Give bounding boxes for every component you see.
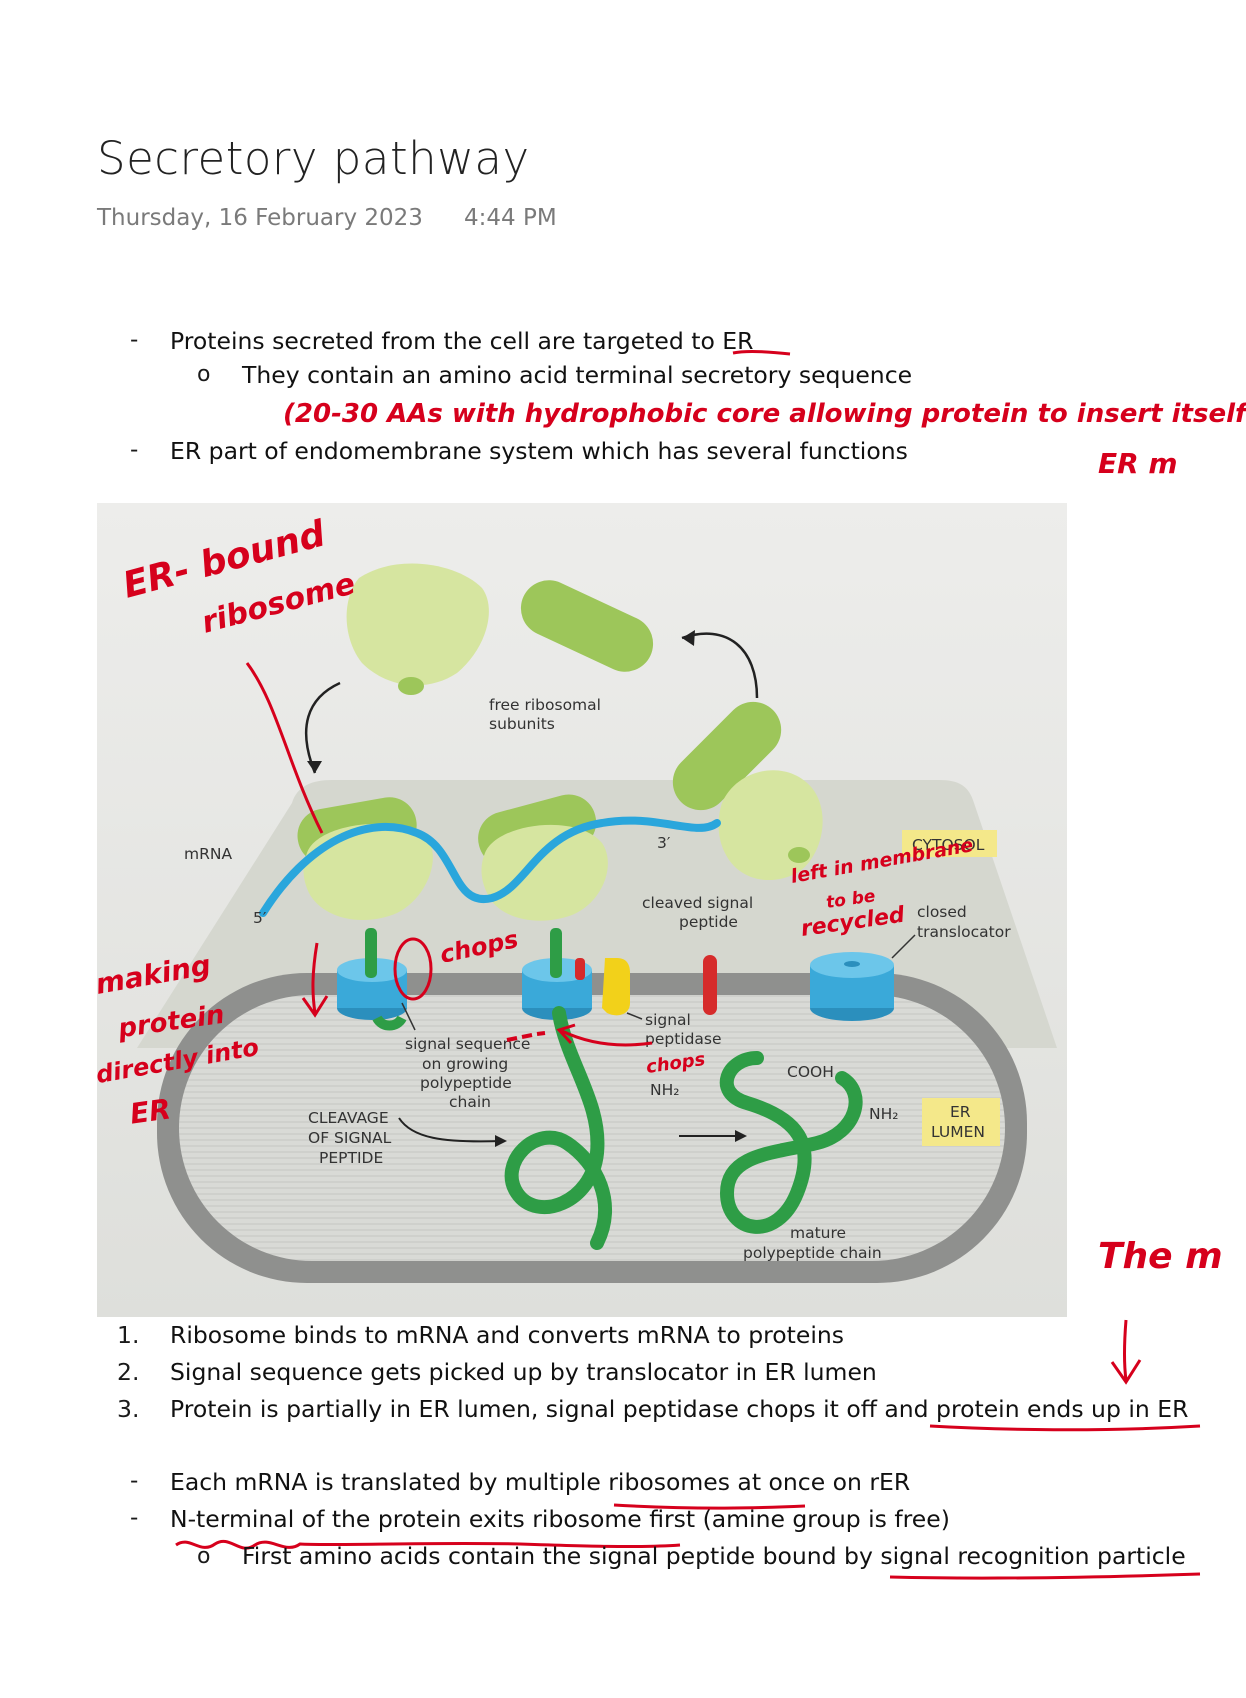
signal-seq-pointer — [401, 1002, 416, 1031]
ink-arrow-down-right — [1110, 1319, 1142, 1385]
cytosol-box — [902, 830, 997, 857]
bullet-signal-recognition: First amino acids contain the signal pep… — [242, 1542, 1186, 1570]
label-cooh: COOH — [787, 1063, 834, 1081]
ink-circle-signal — [393, 937, 433, 1001]
step-ribosome-binds: Ribosome binds to mRNA and converts mRNA… — [170, 1321, 844, 1349]
cleavage-arrow — [398, 1117, 503, 1143]
label-cleaved-2: peptide — [679, 913, 738, 931]
label-signal-seq-1: signal sequence — [405, 1035, 530, 1053]
bullet-amino-acid-sequence: They contain an amino acid terminal secr… — [242, 361, 913, 389]
recycle-arrow-left — [304, 681, 341, 774]
label-5-prime: 5′ — [253, 909, 267, 927]
free-ribosome-small — [520, 580, 654, 672]
ink-arrow-to-signal — [556, 1023, 653, 1047]
label-mature-1: mature — [790, 1224, 846, 1242]
secretory-pathway-diagram: free ribosomal subunits mRNA 5′ 3′ CYTOS… — [97, 503, 1067, 1317]
ink-line-to-ribosome — [245, 662, 324, 834]
label-signal-seq-4: chain — [449, 1093, 491, 1111]
label-signal-pep-1: signal — [645, 1011, 691, 1029]
free-ribosome-pore — [398, 677, 424, 695]
dash-bullet: - — [130, 1505, 139, 1531]
ink-layer — [175, 349, 1201, 1580]
ink-er: ER — [127, 1092, 173, 1131]
cleaved-signal-peptide — [703, 955, 717, 1015]
cleavage-arrowhead — [495, 1135, 507, 1147]
bullet-multiple-ribosomes: Each mRNA is translated by multiple ribo… — [170, 1468, 911, 1496]
ink-underline-srp — [889, 1572, 1201, 1580]
label-signal-seq-2: on growing — [422, 1055, 508, 1073]
closed-translocator-plug — [844, 961, 860, 967]
nascent-chain1-lumen — [372, 1015, 407, 1031]
bound-ribosome1-large — [303, 823, 433, 921]
recycle-arrowhead — [682, 630, 695, 646]
circle-bullet: o — [197, 1544, 211, 1569]
handwritten-note-aas: (20-30 AAs with hydrophobic core allowin… — [283, 399, 1246, 429]
label-closed-2: translocator — [917, 923, 1011, 941]
ink-underline-ribosomes — [613, 1503, 806, 1510]
circle-bullet: o — [197, 362, 211, 387]
label-cytosol: CYTOSOL — [912, 836, 985, 854]
ink-underline-protein-ends — [929, 1424, 1201, 1432]
bullet-n-terminal: N-terminal of the protein exits ribosome… — [170, 1505, 950, 1533]
label-3-prime: 3′ — [657, 834, 671, 852]
page-title: Secretory pathway — [97, 132, 530, 185]
label-cleavage-1: CLEAVAGE — [308, 1109, 389, 1127]
label-free-ribosomal: free ribosomal — [489, 696, 601, 714]
bullet-proteins-targeted: Proteins secreted from the cell are targ… — [170, 327, 754, 355]
page-time: 4:44 PM — [464, 205, 557, 231]
maturation-arrowhead — [735, 1130, 747, 1142]
label-cleaved-1: cleaved signal — [642, 894, 753, 912]
recycle-arrowhead-left — [307, 761, 322, 773]
ink-arrow-making — [301, 942, 329, 1018]
label-lumen: LUMEN — [931, 1123, 985, 1141]
list-number: 2. — [117, 1358, 140, 1386]
list-number: 1. — [117, 1321, 140, 1349]
note-page: Secretory pathway Thursday, 16 February … — [93, 132, 1246, 1580]
bullet-er-endomembrane: ER part of endomembrane system which has… — [170, 437, 908, 465]
closed-pointer — [891, 934, 916, 959]
page-date: Thursday, 16 February 2023 — [97, 205, 423, 231]
ink-underline-er — [732, 349, 791, 356]
nascent-chain1 — [365, 928, 377, 978]
dash-bullet: - — [130, 437, 139, 463]
label-er: ER — [950, 1103, 971, 1121]
ink-the-m: The m — [1098, 1236, 1223, 1277]
polypeptide-growing — [504, 1006, 612, 1250]
label-closed-1: closed — [917, 903, 967, 921]
label-nh2-a: NH₂ — [650, 1081, 679, 1099]
polypeptide-mature — [719, 1051, 863, 1234]
dash-bullet: - — [130, 1468, 139, 1494]
dash-bullet: - — [130, 327, 139, 353]
label-subunits: subunits — [489, 715, 555, 733]
label-mature-2: polypeptide chain — [743, 1244, 882, 1262]
label-nh2-b: NH₂ — [869, 1105, 898, 1123]
label-cleavage-3: PEPTIDE — [319, 1149, 383, 1167]
ink-underline-n-terminal — [175, 1539, 681, 1550]
recycle-arrow-right — [681, 632, 759, 699]
bound-ribosome2-large — [481, 824, 608, 921]
er-lumen-box — [922, 1098, 1000, 1146]
releasing-ribosome-pore — [788, 847, 810, 863]
ink-dotted — [506, 1031, 546, 1042]
signal-peptide-in-translocator — [575, 958, 585, 980]
nascent-chain2 — [550, 928, 562, 978]
handwritten-note-er-m: ER m — [1098, 447, 1178, 480]
step-signal-sequence: Signal sequence gets picked up by transl… — [170, 1358, 877, 1386]
free-ribosome-large — [346, 563, 489, 686]
label-cleavage-2: OF SIGNAL — [308, 1129, 392, 1147]
label-mrna: mRNA — [184, 845, 232, 863]
signal-peptidase — [602, 958, 630, 1016]
label-signal-pep-2: peptidase — [645, 1030, 722, 1048]
step-protein-partially: Protein is partially in ER lumen, signal… — [170, 1395, 1189, 1423]
label-signal-seq-3: polypeptide — [420, 1074, 512, 1092]
list-number: 3. — [117, 1395, 140, 1423]
mrna-strand — [259, 816, 721, 917]
peptidase-pointer — [626, 1012, 643, 1020]
releasing-ribosome-small — [672, 701, 782, 811]
